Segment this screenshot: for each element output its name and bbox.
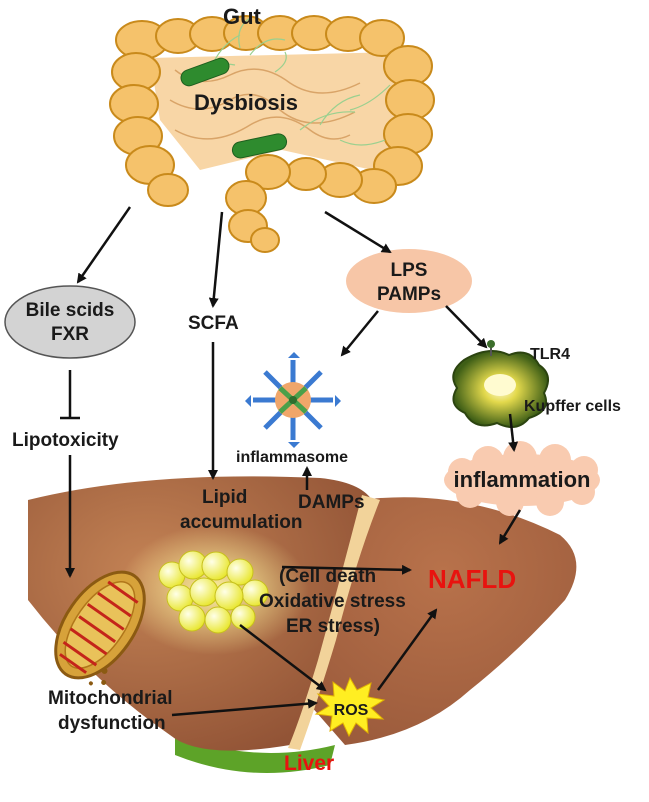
arrow-lps-to-inflammasome: [340, 310, 379, 357]
liver-label: Liver: [284, 752, 334, 775]
lipid-droplets-icon: [119, 525, 309, 655]
ros-label: ROS: [334, 702, 369, 719]
mito-label-line1: Mitochondrial: [48, 688, 173, 709]
fxr-label: FXR: [51, 324, 89, 345]
arrow-inflammation-to-nafld: [498, 509, 522, 545]
arrow-mito-to-ros: [171, 698, 318, 717]
inflammation-label: inflammation: [454, 467, 591, 492]
bacteria-icon: [180, 17, 391, 159]
stress-label-line1: (Cell death: [279, 566, 376, 587]
tlr4-label: TLR4: [530, 346, 570, 363]
bile-acids-label: Bile scids: [26, 300, 115, 321]
lipotoxicity-label: Lipotoxicity: [12, 430, 119, 451]
arrow-gut-to-lps: [324, 210, 392, 254]
stress-label-line3: ER stress): [286, 616, 380, 637]
damps-label: DAMPs: [298, 492, 365, 513]
arrow-ros-to-nafld: [376, 608, 438, 691]
scfa-label: SCFA: [188, 313, 239, 334]
lipid-label-line2: accumulation: [180, 512, 302, 533]
nafld-label: NAFLD: [428, 564, 516, 594]
arrow-lps-to-kupffer: [445, 305, 488, 349]
kupffer-cell-icon: [452, 340, 549, 428]
inflammation-cloud: [444, 441, 600, 516]
mito-label-line2: dysfunction: [58, 713, 166, 734]
arrow-gut-to-scfa: [208, 211, 224, 308]
arrow-kupffer-to-inflammation: [508, 413, 519, 452]
lps-label: LPS: [391, 260, 428, 281]
lipid-label-line1: Lipid: [202, 487, 247, 508]
gut-label: Gut: [223, 4, 262, 29]
ros-burst-icon: [314, 676, 386, 738]
kupffer-label: Kupffer cells: [524, 398, 621, 415]
arrows: [60, 206, 522, 717]
arrow-lipid-to-ros: [239, 624, 327, 692]
dysbiosis-label: Dysbiosis: [194, 90, 298, 115]
inflammasome-icon: [245, 352, 341, 448]
inflammasome-label: inflammasome: [236, 449, 348, 466]
mitochondrion-icon: [54, 570, 146, 686]
bile-acids-node: [4, 285, 136, 359]
stress-label-line2: Oxidative stress: [259, 591, 406, 612]
gut-intestine-icon: [109, 15, 435, 253]
pamps-label: PAMPs: [377, 284, 441, 305]
arrow-lipid-to-nafld: [281, 564, 412, 575]
arrow-gut-to-bile: [76, 206, 132, 284]
lps-pamps-node: [346, 249, 472, 313]
